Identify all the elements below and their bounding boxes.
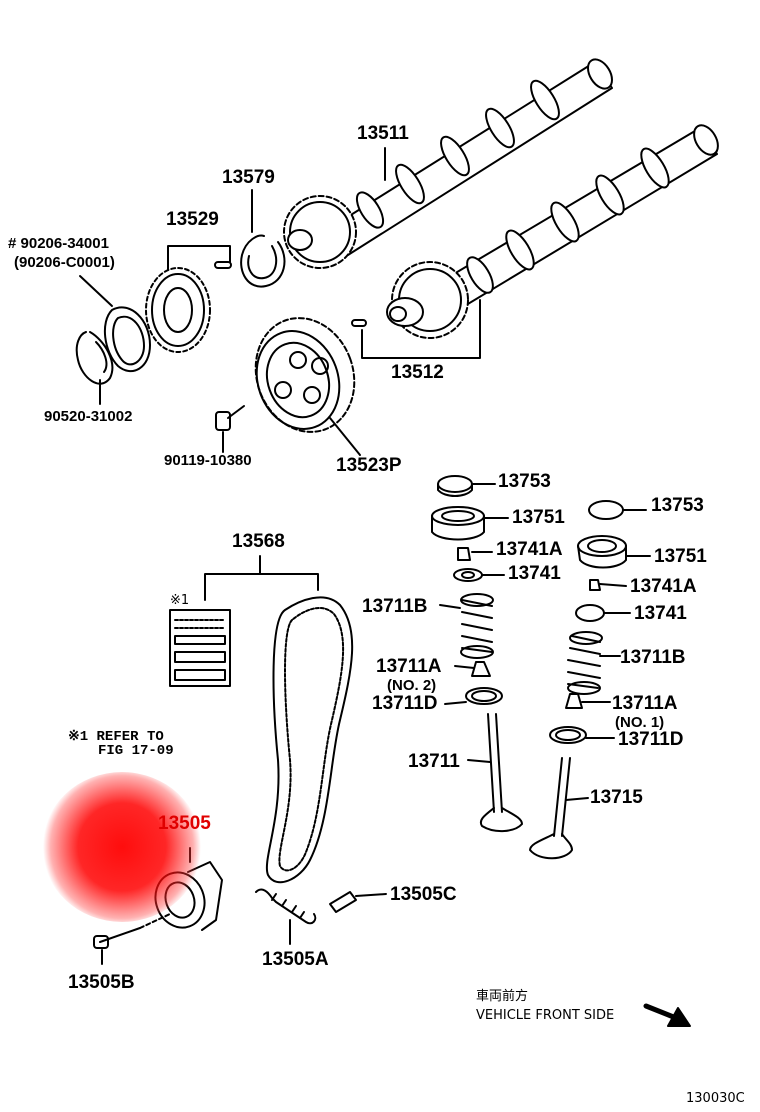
label-diagram-code: 130030C (686, 1091, 745, 1106)
label-13505c: 13505C (390, 884, 457, 905)
highlight-marker (42, 772, 202, 922)
camshaft-13511 (284, 55, 617, 268)
label-90206-a: # 90206-34001 (8, 235, 109, 252)
label-13579: 13579 (222, 167, 275, 188)
label-13511: 13511 (357, 123, 409, 144)
label-13753-b: 13753 (651, 495, 704, 516)
label-13711a-a: 13711A (376, 656, 442, 677)
pin-13505c (330, 892, 386, 912)
label-direction-jp: 車両前方 (476, 989, 529, 1004)
label-13711b-a: 13711B (362, 596, 428, 617)
valve-set-left (432, 476, 522, 831)
bolt-90119 (216, 406, 244, 452)
label-13512: 13512 (391, 362, 444, 383)
label-13529: 13529 (166, 209, 219, 230)
label-13505a: 13505A (262, 949, 329, 970)
snap-ring-90520 (77, 332, 113, 404)
label-13715: 13715 (590, 787, 643, 808)
label-direction-en: VEHICLE FRONT SIDE (476, 1008, 615, 1023)
label-13741-a: 13741 (508, 563, 561, 584)
timing-belt-13568 (205, 556, 352, 882)
pulley-13523p (240, 304, 370, 455)
camshaft-13512 (352, 121, 723, 358)
label-13751-a: 13751 (512, 507, 565, 528)
label-13711d-a: 13711D (372, 693, 438, 714)
label-no1: (NO. 1) (615, 714, 665, 731)
label-90119: 90119-10380 (164, 452, 252, 469)
ring-90206 (80, 276, 150, 371)
label-13751-b: 13751 (654, 546, 707, 567)
label-13753-a: 13753 (498, 471, 551, 492)
label-13711a-b: 13711A (612, 693, 678, 714)
label-13741-b: 13741 (634, 603, 687, 624)
label-card (170, 610, 230, 686)
label-refer-1: ※1 REFER TO (68, 729, 164, 745)
gear-13529 (146, 246, 231, 352)
label-note-mark: ※1 (170, 593, 190, 608)
valve-set-right (530, 501, 650, 858)
label-refer-2: FIG 17-09 (98, 743, 174, 759)
label-13505b: 13505B (68, 972, 135, 993)
label-13711: 13711 (408, 751, 460, 772)
label-13523p: 13523P (336, 455, 402, 476)
label-13741a-a: 13741A (496, 539, 563, 560)
direction-arrow-icon (646, 1006, 690, 1026)
label-13711d-b: 13711D (618, 729, 684, 750)
snap-ring-13579 (241, 190, 284, 287)
label-13741a-b: 13741A (630, 576, 697, 597)
label-90520: 90520-31002 (44, 408, 133, 425)
label-13505: 13505 (158, 813, 211, 834)
label-90206-b: (90206-C0001) (14, 254, 115, 271)
label-13568: 13568 (232, 531, 285, 552)
label-13711b-b: 13711B (620, 647, 686, 668)
label-no2: (NO. 2) (387, 677, 437, 694)
spring-13505a (256, 890, 315, 944)
